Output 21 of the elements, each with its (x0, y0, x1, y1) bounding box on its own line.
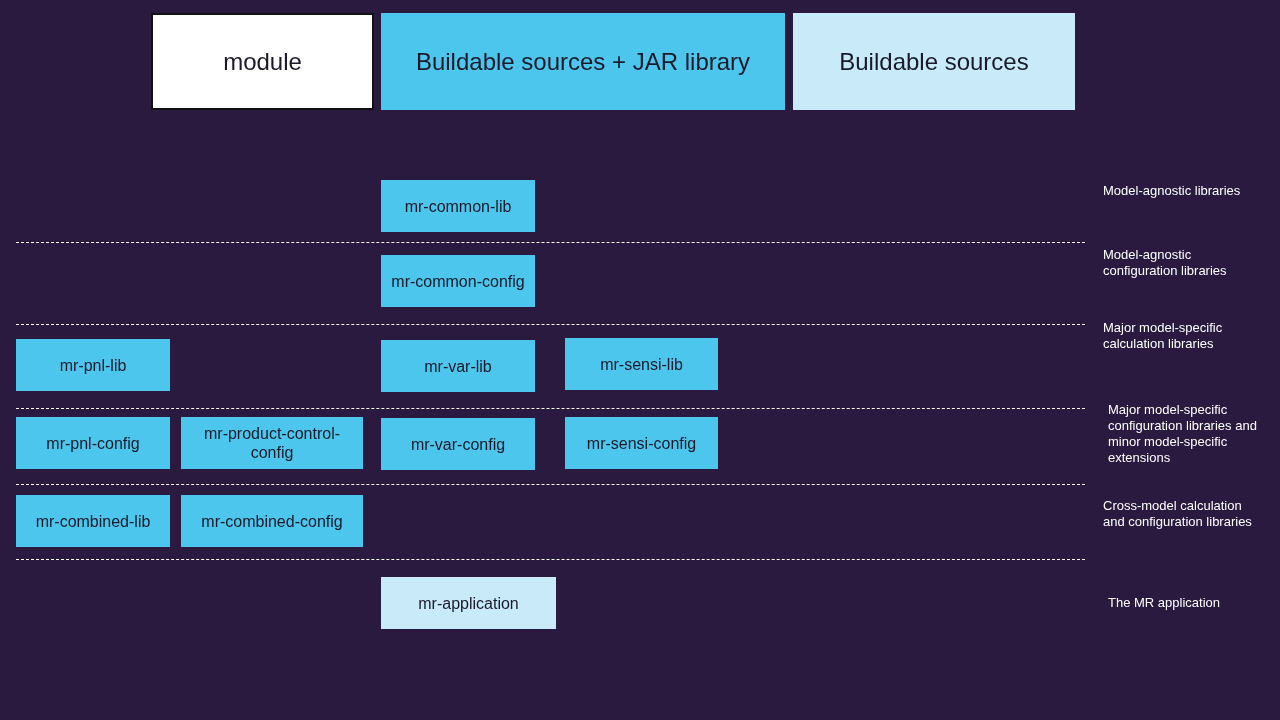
module-box: mr-var-config (381, 418, 535, 470)
legend-label: module (223, 47, 302, 76)
module-box: mr-sensi-config (565, 417, 718, 469)
layer-description: Major model-specific configuration libraries and minor model-specific extensions (1108, 402, 1258, 466)
layer-description: Major model-specific calculation libraries (1103, 320, 1224, 352)
legend-label: Buildable sources (839, 47, 1029, 76)
module-box: mr-pnl-config (16, 417, 170, 469)
layer-description: Cross-model calculation and configuration libraries (1103, 498, 1253, 530)
module-box: mr-common-config (381, 255, 535, 307)
module-box: mr-combined-lib (16, 495, 170, 547)
module-box: mr-var-lib (381, 340, 535, 392)
layer-description: Model-agnostic libraries (1103, 183, 1242, 199)
module-box: mr-product-control-config (181, 417, 363, 469)
module-box: mr-common-lib (381, 180, 535, 232)
legend-label: Buildable sources + JAR library (415, 47, 751, 76)
module-box: mr-pnl-lib (16, 339, 170, 391)
layer-description: The MR application (1108, 595, 1221, 611)
layer-description: Model-agnostic configuration libraries (1103, 247, 1228, 279)
module-box: mr-combined-config (181, 495, 363, 547)
module-box: mr-sensi-lib (565, 338, 718, 390)
module-box: mr-application (381, 577, 556, 629)
